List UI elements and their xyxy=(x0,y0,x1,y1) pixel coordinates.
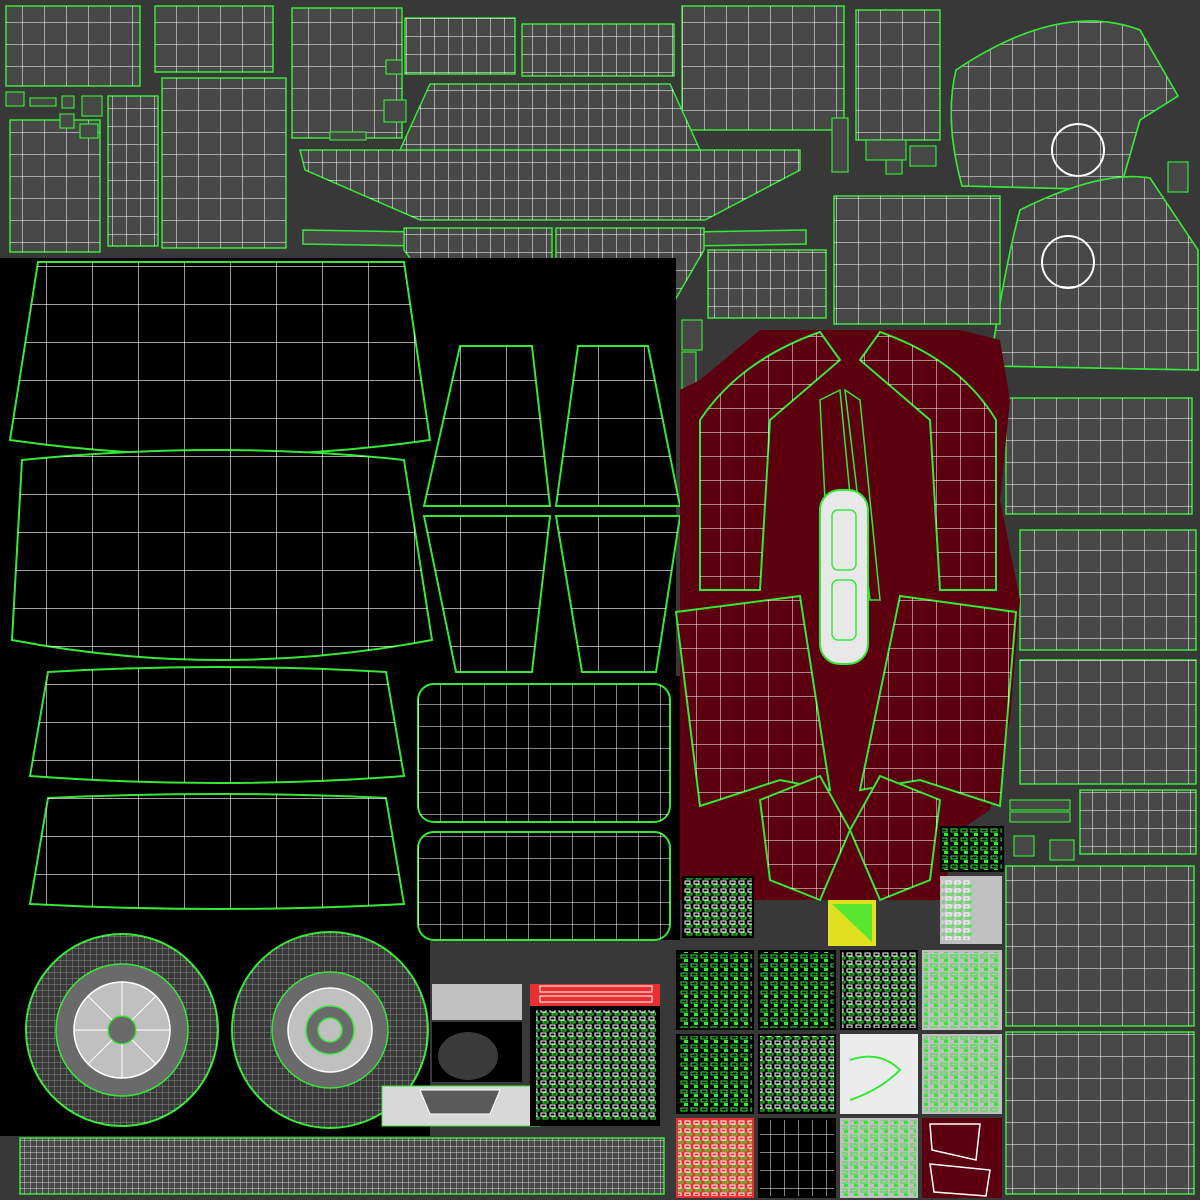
texture-atlas-tiles xyxy=(676,826,1004,1198)
top-gray-islands xyxy=(5,5,941,253)
wheel-spokes-left xyxy=(74,982,170,1078)
seat-center-strip xyxy=(819,489,869,665)
seat-panel xyxy=(674,330,1020,902)
small-islands xyxy=(5,59,1189,861)
window-panels xyxy=(0,258,682,1136)
misc-bottom xyxy=(19,984,665,1195)
wheel-left xyxy=(25,933,219,1127)
wheel-right xyxy=(231,931,429,1129)
right-gray-islands xyxy=(707,20,1199,1195)
